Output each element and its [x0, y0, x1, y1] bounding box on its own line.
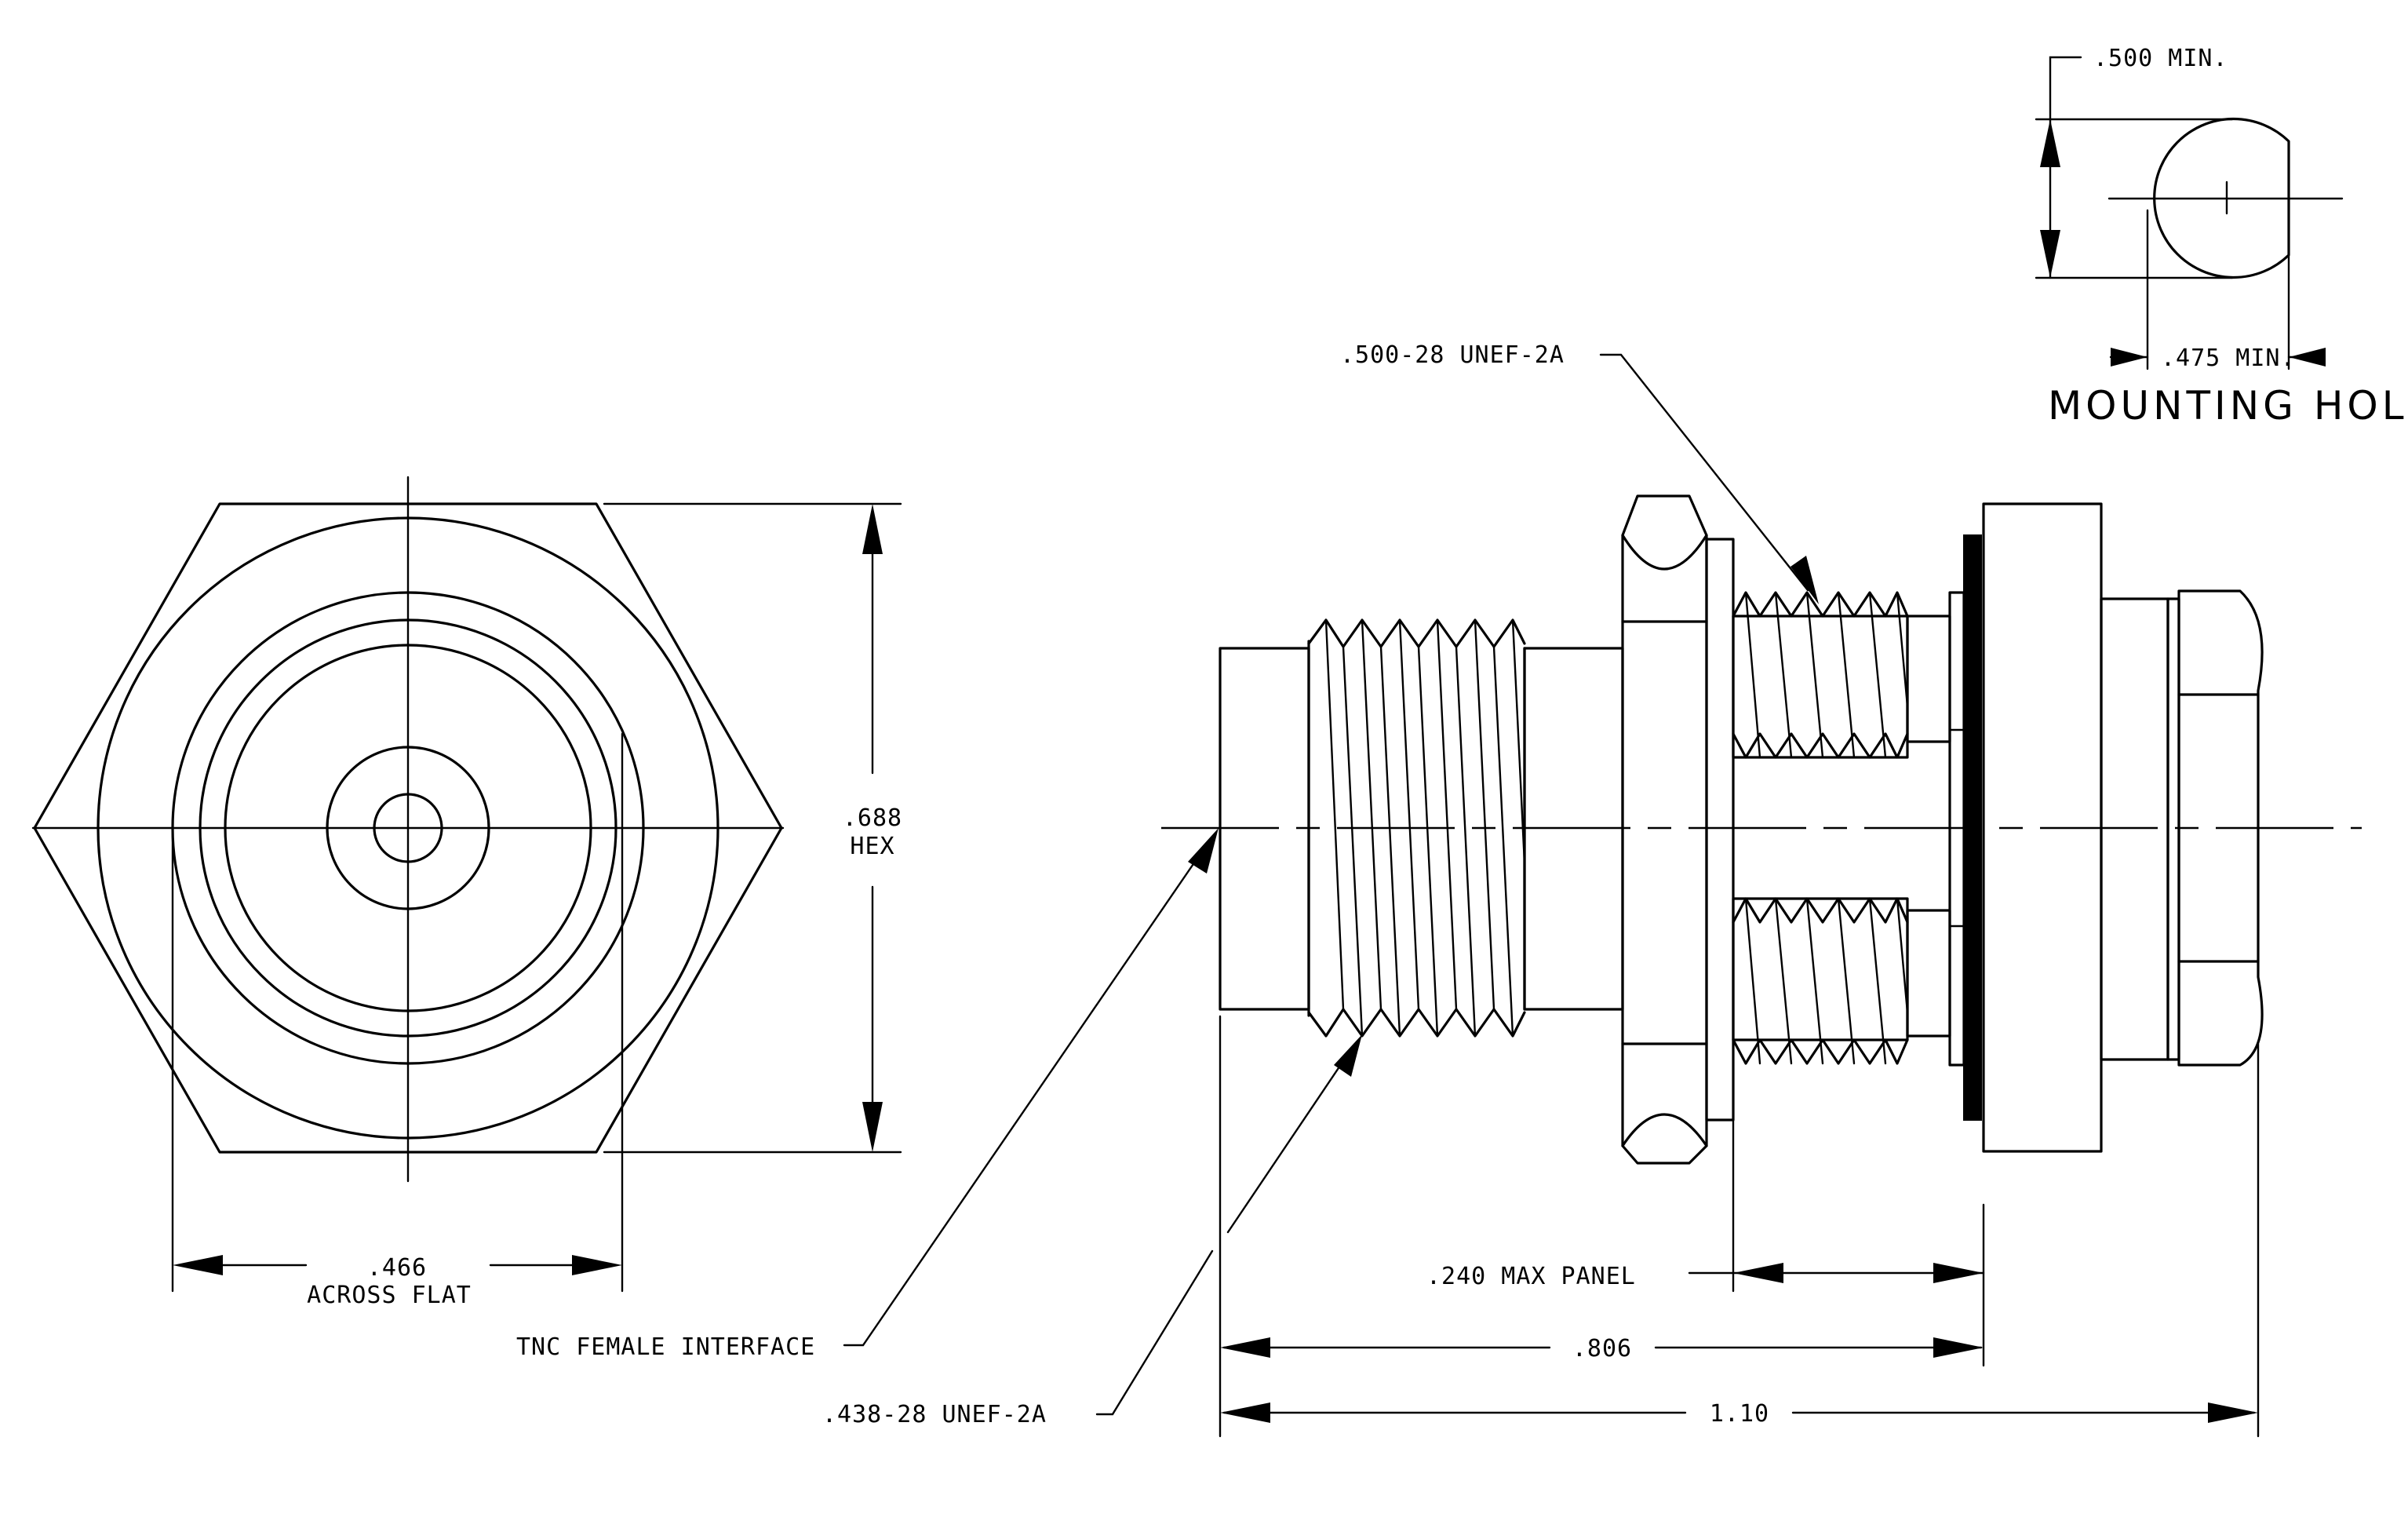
rear-thread-lower-crests [1732, 897, 1909, 924]
mh-height-arrow-top [2040, 119, 2060, 167]
hex-dimension-label: HEX [850, 833, 894, 860]
rear-thread-lower-roots [1732, 1038, 1909, 1065]
rear-thread-upper-helix [1744, 591, 1909, 759]
hex-arrow-top [862, 504, 883, 554]
flat-dimension-label: ACROSS FLAT [307, 1282, 472, 1309]
mounting-hole-outline [2153, 117, 2290, 279]
panel-dimension-label: .240 MAX PANEL [1426, 1263, 1636, 1290]
thread-relief-upper [1906, 615, 1951, 743]
dim-806-arrow-right [1933, 1337, 1984, 1358]
mh-width-arrow-left [2111, 348, 2148, 367]
front-thread-crests-bottom [1307, 1008, 1526, 1038]
flat-arrow-right [572, 1255, 622, 1275]
flat-arrow-left [173, 1255, 223, 1275]
flat-dimension-value: .466 [367, 1254, 427, 1282]
rear-thread-lower-helix [1744, 897, 1909, 1065]
hex-arrow-bottom [862, 1102, 883, 1152]
interface-leader [843, 843, 1208, 1347]
dim-110-arrow-left [1220, 1402, 1270, 1423]
hex-nut-facets [1621, 534, 1708, 1147]
front-thread-callout: .438-28 UNEF-2A [822, 1401, 1047, 1428]
front-thread-leader-tail [1095, 1249, 1214, 1416]
lock-washer [1705, 538, 1735, 1122]
dim-806-arrow-left [1220, 1337, 1270, 1358]
front-thread-leader [1226, 1050, 1351, 1234]
mh-width-arrow-right [2289, 348, 2326, 367]
rear-thread-upper-roots [1732, 732, 1909, 759]
front-thread-crests-top [1307, 618, 1526, 648]
front-thread-helix [1324, 618, 1526, 1038]
mounting-hole-title: MOUNTING HOLE [2048, 383, 2408, 429]
rear-hex [2177, 589, 2264, 1067]
mh-height-leader [2049, 56, 2082, 121]
rear-collar [2166, 597, 2180, 1061]
mounting-hole-view: .500 MIN. .475 MIN. MOUNTING HOLE [2035, 45, 2408, 429]
front-view: .688 HEX .466 ACROSS FLAT [31, 476, 902, 1309]
panel-arrow-left [1733, 1263, 1783, 1283]
interface-callout: TNC FEMALE INTERFACE [516, 1333, 815, 1361]
rear-body [2100, 597, 2169, 1061]
mounting-hole-width: .475 MIN. [2161, 345, 2296, 372]
mounting-hole-height: .500 MIN. [2093, 45, 2228, 72]
hex-dimension-value: .688 [843, 804, 902, 832]
hex-nut [1621, 494, 1708, 1165]
rear-thread-callout: .500-28 UNEF-2A [1340, 341, 1565, 369]
dim-110-value: 1.10 [1710, 1400, 1769, 1428]
rear-thread-upper-crests [1732, 591, 1909, 618]
interface-leader-arrow [1188, 828, 1219, 874]
panel-arrow-right [1933, 1263, 1984, 1283]
side-view: .240 MAX PANEL .806 1.10 .500-28 UNEF-2A… [516, 341, 2362, 1438]
mh-height-arrow-bottom [2040, 230, 2060, 278]
thread-relief-lower [1906, 909, 1951, 1038]
front-thread-leader-arrow [1334, 1034, 1362, 1077]
rear-thread-leader [1599, 353, 1809, 592]
rear-hex-facets [2177, 693, 2260, 963]
dim-806-value: .806 [1572, 1335, 1632, 1362]
dim-110-arrow-right [2208, 1402, 2258, 1423]
rear-thread-leader-arrow [1791, 556, 1819, 604]
